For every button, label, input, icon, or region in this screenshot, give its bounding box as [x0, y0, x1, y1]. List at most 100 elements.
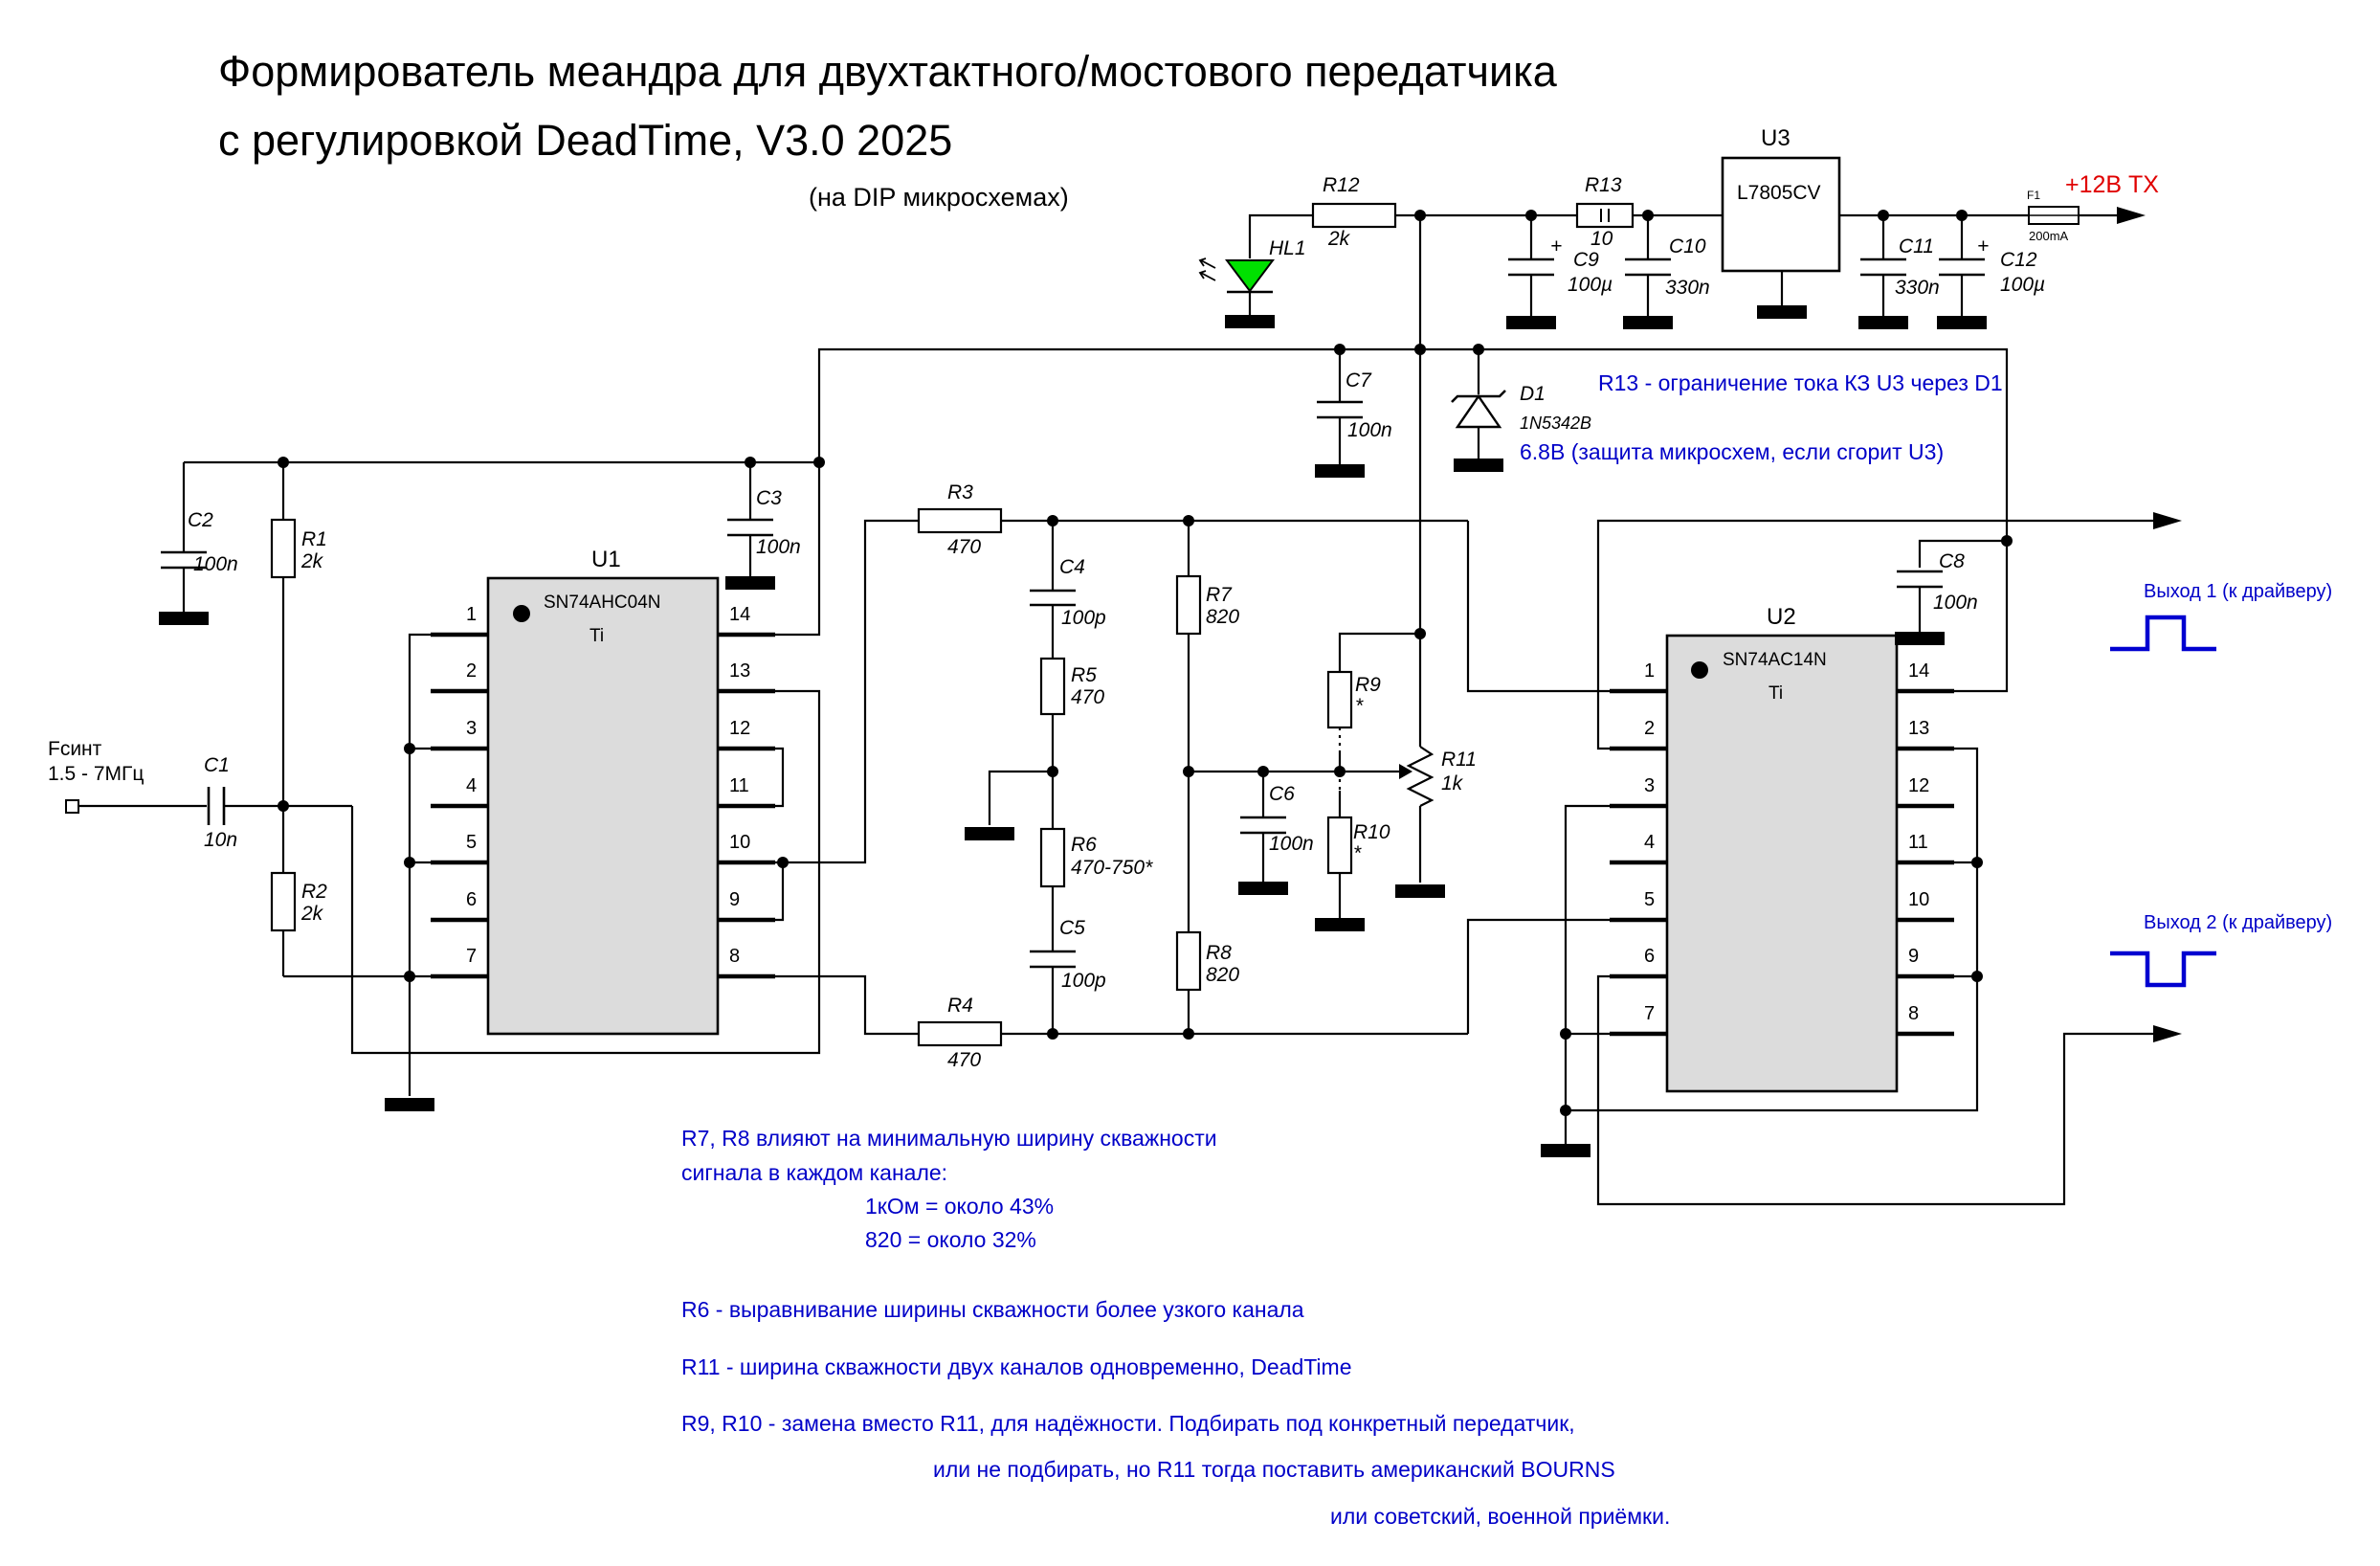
input-terminal	[65, 799, 79, 814]
u1-pin-4: 4	[466, 775, 477, 796]
f1-ref: F1	[2027, 189, 2040, 202]
u1-pin-2: 2	[466, 660, 477, 682]
led-hl1	[1225, 259, 1275, 293]
resistor-r9	[1326, 670, 1353, 729]
d1-ref: D1	[1520, 383, 1546, 405]
r9-ref: R9	[1355, 674, 1381, 696]
u1-pin1-marker	[513, 605, 530, 622]
power-output-arrow	[2117, 207, 2146, 224]
r9-value: *	[1355, 695, 1364, 717]
r12-value: 2k	[1327, 228, 1351, 250]
r11-ref: R11	[1441, 749, 1477, 771]
capacitor-c11	[1860, 257, 1906, 277]
note-r9r10-line3: или советский, военной приёмки.	[1330, 1504, 1670, 1529]
potentiometer-r11-wiper	[1399, 764, 1412, 779]
c4-ref: C4	[1059, 556, 1085, 578]
c10-ref: C10	[1669, 235, 1706, 257]
u1-mfr: Ti	[589, 626, 604, 646]
c11-value: 330n	[1895, 277, 1940, 299]
r11-value: 1k	[1441, 772, 1464, 794]
capacitor-c5	[1030, 950, 1076, 969]
c2-ref: C2	[188, 509, 213, 531]
u2-pin-leads	[1610, 688, 1954, 1037]
u1-pin-12: 12	[729, 718, 750, 739]
resistor-r10	[1326, 816, 1353, 875]
c12-value: 100µ	[2000, 274, 2045, 296]
c1-ref: C1	[204, 754, 230, 776]
input-name: Fсинт	[48, 738, 102, 760]
u1-pin-7: 7	[466, 946, 477, 967]
resistor-r12	[1311, 202, 1397, 229]
u1-pin-leads	[431, 632, 775, 979]
u2-pin-7: 7	[1644, 1003, 1655, 1024]
capacitor-c12	[1939, 257, 1985, 277]
u1-pin-3: 3	[466, 718, 477, 739]
r4-value: 470	[947, 1049, 981, 1071]
c7-value: 100n	[1347, 419, 1392, 441]
u2-pin-11: 11	[1908, 832, 1928, 853]
c3-value: 100n	[756, 536, 801, 558]
resistor-r1	[270, 518, 297, 579]
u1-pin-11: 11	[729, 775, 749, 796]
r2-value: 2k	[300, 903, 324, 925]
u2-pin-2: 2	[1644, 718, 1655, 739]
c11-ref: C11	[1899, 235, 1934, 257]
r12-ref: R12	[1323, 174, 1360, 196]
u1-body	[486, 576, 720, 1036]
u2-ref: U2	[1767, 604, 1796, 630]
r1-ref: R1	[301, 528, 327, 550]
note-r13: R13 - ограничение тока КЗ U3 через D1	[1598, 370, 2003, 395]
u2-pin-5: 5	[1644, 889, 1655, 910]
r3-value: 470	[947, 536, 981, 558]
c4-value: 100p	[1061, 607, 1106, 629]
r5-ref: R5	[1071, 664, 1097, 686]
capacitor-c8	[1897, 570, 1943, 589]
u2-pin-4: 4	[1644, 832, 1655, 853]
u1-pin-9: 9	[729, 889, 740, 910]
capacitor-c1	[207, 787, 226, 825]
hl1-ref: HL1	[1269, 237, 1306, 259]
output-2-arrow	[2153, 1025, 2182, 1042]
c2-value: 100n	[193, 553, 238, 575]
c9-value: 100µ	[1568, 274, 1613, 296]
resistor-r2	[270, 871, 297, 932]
resistor-r8	[1175, 930, 1202, 992]
d1-value: 1N5342B	[1520, 414, 1591, 433]
u2-body	[1665, 634, 1899, 1093]
u1-pin-13: 13	[729, 660, 750, 682]
u1-pin-6: 6	[466, 889, 477, 910]
c6-ref: C6	[1269, 783, 1295, 805]
note-r7r8-line3: 1кОм = около 43%	[865, 1194, 1054, 1219]
r7-value: 820	[1206, 606, 1239, 628]
c5-ref: C5	[1059, 917, 1085, 939]
u1-ref: U1	[591, 547, 621, 572]
zener-diode-d1	[1451, 390, 1506, 429]
note-r6: R6 - выравнивание ширины скважности боле…	[681, 1297, 1304, 1322]
capacitor-c6	[1240, 816, 1286, 835]
u2-pin-1: 1	[1644, 660, 1655, 682]
c3-ref: C3	[756, 487, 782, 509]
u2-pin-13: 13	[1908, 718, 1929, 739]
resistor-r6	[1039, 827, 1066, 888]
note-r7r8-line2: сигнала в каждом канале:	[681, 1160, 947, 1185]
capacitor-c10	[1625, 257, 1671, 277]
u1-pin-8: 8	[729, 946, 740, 967]
u2-pin-10: 10	[1908, 889, 1929, 910]
r1-value: 2k	[300, 550, 324, 572]
r8-value: 820	[1206, 964, 1239, 986]
potentiometer-r11	[1406, 746, 1435, 807]
u2-mfr: Ti	[1768, 683, 1783, 704]
title-subtitle: (на DIP микросхемах)	[809, 183, 1069, 212]
title-line-1: Формирователь меандра для двухтактного/м…	[218, 47, 1558, 96]
r6-value: 470-750*	[1071, 857, 1153, 879]
r3-ref: R3	[947, 481, 973, 503]
note-r9r10-line2: или не подбирать, но R11 тогда поставить…	[933, 1457, 1615, 1482]
input-range: 1.5 - 7МГц	[48, 763, 144, 785]
r8-ref: R8	[1206, 942, 1232, 964]
u2-pin-8: 8	[1908, 1003, 1919, 1024]
c7-ref: C7	[1346, 369, 1372, 392]
u3-part: L7805CV	[1737, 182, 1821, 204]
r6-ref: R6	[1071, 834, 1097, 856]
resistor-r13	[1575, 202, 1635, 229]
note-r7r8-line4: 820 = около 32%	[865, 1227, 1036, 1252]
